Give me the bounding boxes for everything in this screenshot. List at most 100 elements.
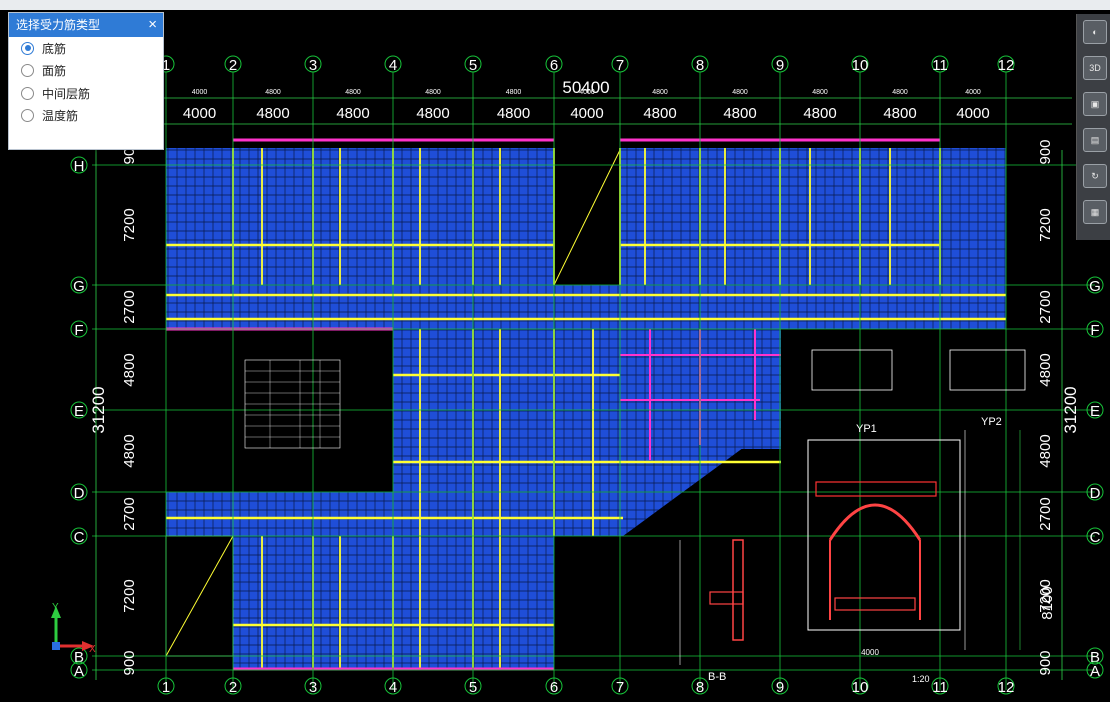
column-span-dim-small: 4800 <box>425 89 441 96</box>
yp1-arch <box>828 503 922 541</box>
column-span-dim-small: 4000 <box>579 89 595 96</box>
column-axis-label: 3 <box>309 679 317 696</box>
row-span-dim: 900 <box>121 650 138 675</box>
row-span-dim: 4800 <box>1037 434 1054 467</box>
row-axis-label: A <box>74 663 84 680</box>
row-span-dim: 4800 <box>121 353 138 386</box>
column-axis-bubble <box>931 677 949 695</box>
column-span-dim-small: 4800 <box>892 89 908 96</box>
row-axis-bubble <box>70 647 88 665</box>
row-span-dim: 900 <box>1037 650 1054 675</box>
cad-drawing-canvas[interactable]: 4000400048004800480048004800480048004800… <box>0 10 1110 702</box>
row-span-dim: 7200 <box>121 208 138 241</box>
row-axis-label: F <box>74 322 83 339</box>
column-axis-bubble <box>224 55 242 73</box>
axis-grid-lines <box>92 72 1095 690</box>
layers-icon[interactable]: ▤ <box>1083 128 1107 152</box>
row-axis-label: C <box>1090 529 1101 546</box>
yp1-frame <box>807 439 961 631</box>
column-axis-bubble <box>304 55 322 73</box>
column-axis-label: 12 <box>998 679 1015 696</box>
row-axis-bubble <box>70 661 88 679</box>
row-span-dim: 2700 <box>121 497 138 530</box>
grid-icon[interactable]: ▦ <box>1083 200 1107 224</box>
total-width-dim: 50400 <box>562 78 609 97</box>
column-axis-label: 1 <box>162 679 170 696</box>
row-axis-bubble <box>1086 527 1104 545</box>
column-axis-bubble <box>771 677 789 695</box>
section-bb-wall <box>732 539 744 641</box>
column-span-dim: 4800 <box>336 105 369 122</box>
column-axis-bubble <box>851 677 869 695</box>
radio-middle-layer-rebar[interactable] <box>21 86 34 100</box>
cube-icon[interactable]: ▣ <box>1083 92 1107 116</box>
slab-panel <box>166 492 623 536</box>
column-span-dim-small: 4800 <box>506 89 522 96</box>
option-bottom-rebar[interactable]: 底筋 <box>9 37 163 60</box>
column-span-dim: 4800 <box>416 105 449 122</box>
ucs-axis-indicator: Y X <box>51 602 96 655</box>
column-axis-label: 1 <box>162 57 170 74</box>
view-toolbar: ◐ 3D ▣ ▤ ↻ ▦ <box>1076 14 1110 240</box>
row-axis-label: B <box>74 649 84 666</box>
column-axis-bubble <box>384 55 402 73</box>
close-icon[interactable]: × <box>148 16 157 33</box>
detail-yp1-label: YP1 <box>856 423 877 435</box>
row-axis-bubble <box>70 320 88 338</box>
column-axis-bubble <box>691 55 709 73</box>
row-axis-label: E <box>1090 403 1100 420</box>
diagonal <box>553 149 621 286</box>
ucs-y-label: Y <box>52 602 59 613</box>
section-b <box>949 349 1026 391</box>
row-span-dim: 7200 <box>121 579 138 612</box>
orbit-icon[interactable]: ◐ <box>1083 20 1107 44</box>
column-axis-bubble <box>851 55 869 73</box>
column-axis-bubble <box>545 677 563 695</box>
dialog-title-bar: 选择受力筋类型 × <box>9 13 163 37</box>
ucs-x-label: X <box>89 644 96 655</box>
option-temperature-rebar[interactable]: 温度筋 <box>9 105 163 128</box>
section-bb-slab <box>709 591 744 605</box>
column-span-dim: 4800 <box>883 105 916 122</box>
dimension-lines: 4000400048004800480048004800480048004800… <box>121 89 1054 676</box>
column-axis-label: 7 <box>616 679 624 696</box>
row-axis-label: H <box>74 158 85 175</box>
row-axis-bubble <box>70 401 88 419</box>
column-axis-bubble <box>464 55 482 73</box>
detail-drawings <box>244 349 1026 665</box>
column-axis-label: 5 <box>469 679 477 696</box>
column-axis-label: 8 <box>696 57 704 74</box>
column-axis-bubble <box>304 677 322 695</box>
section-bb-label: B-B <box>708 671 726 683</box>
column-axis-label: 8 <box>696 679 704 696</box>
column-span-dim-small: 4800 <box>732 89 748 96</box>
column-axis-bubble <box>691 677 709 695</box>
row-axis-label: C <box>74 529 85 546</box>
column-axis-label: 9 <box>776 679 784 696</box>
column-axis-label: 7 <box>616 57 624 74</box>
option-top-rebar[interactable]: 面筋 <box>9 60 163 83</box>
detail-yp2-label: YP2 <box>981 416 1002 428</box>
column-axis-bubble <box>224 677 242 695</box>
row-span-dim: 4800 <box>121 434 138 467</box>
radio-top-rebar[interactable] <box>21 64 34 78</box>
section-a <box>811 349 893 391</box>
detail-height-dim: 8100 <box>1039 586 1056 619</box>
rotate-icon[interactable]: ↻ <box>1083 164 1107 188</box>
column-axis-bubble <box>997 55 1015 73</box>
view-3d-icon[interactable]: 3D <box>1083 56 1107 80</box>
row-span-dim: 2700 <box>121 290 138 323</box>
column-axis-bubble <box>464 677 482 695</box>
radio-temperature-rebar[interactable] <box>21 109 34 123</box>
option-label: 底筋 <box>42 41 67 56</box>
option-label: 中间层筋 <box>42 86 91 101</box>
row-span-dim: 4800 <box>1037 353 1054 386</box>
column-axis-label: 4 <box>389 679 397 696</box>
radio-bottom-rebar[interactable] <box>21 41 34 55</box>
column-axis-bubble <box>997 677 1015 695</box>
option-middle-layer-rebar[interactable]: 中间层筋 <box>9 82 163 105</box>
yp1-rail <box>834 597 916 611</box>
column-axis-label: 11 <box>932 57 948 74</box>
column-axis-bubble <box>771 55 789 73</box>
column-axis-label: 2 <box>229 679 237 696</box>
